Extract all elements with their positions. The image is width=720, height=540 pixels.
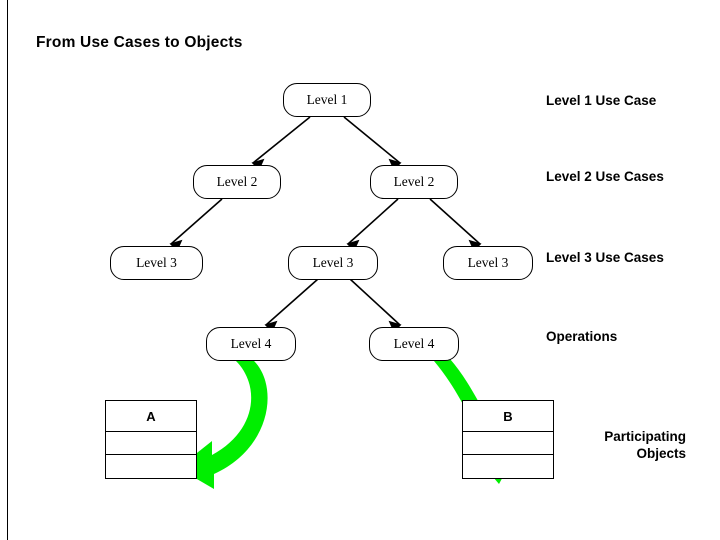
node-label: Level 2	[393, 174, 435, 189]
annotation-participating-objects-line1: Participating	[604, 429, 686, 444]
use-case-node-level3b[interactable]: Level 3	[288, 246, 378, 280]
use-case-node-level4b[interactable]: Level 4	[369, 327, 459, 361]
annotation-level2-use-cases: Level 2 Use Cases	[546, 169, 664, 184]
use-case-node-level4a[interactable]: Level 4	[206, 327, 296, 361]
node-label: Level 3	[312, 255, 354, 270]
class-box-b-operations	[463, 455, 553, 477]
class-box-b-name: B	[463, 401, 553, 432]
node-label: Level 3	[136, 255, 177, 270]
slide-left-border	[0, 0, 8, 540]
annotation-level3-use-cases: Level 3 Use Cases	[546, 250, 664, 265]
node-label: Level 2	[216, 174, 258, 189]
page-title: From Use Cases to Objects	[36, 34, 243, 51]
class-box-a-attributes	[106, 432, 196, 455]
annotation-level1-use-case: Level 1 Use Case	[546, 93, 657, 108]
class-box-a-operations	[106, 455, 196, 477]
node-label: Level 4	[393, 336, 435, 351]
annotation-operations: Operations	[546, 329, 618, 344]
annotation-participating-objects: Participating Objects	[546, 428, 686, 462]
node-label: Level 1	[306, 92, 348, 107]
annotation-participating-objects-line2: Objects	[636, 446, 686, 461]
use-case-node-level2b[interactable]: Level 2	[370, 165, 458, 199]
use-case-node-level3a[interactable]: Level 3	[110, 246, 203, 280]
use-case-node-level1[interactable]: Level 1	[283, 83, 371, 117]
slide-footer: COP 3331 Object Oriented Analysis and De…	[0, 514, 720, 540]
node-label: Level 4	[230, 336, 272, 351]
use-case-node-level2a[interactable]: Level 2	[193, 165, 281, 199]
class-box-a-name: A	[106, 401, 196, 432]
class-box-b[interactable]: B	[462, 400, 554, 479]
class-box-a[interactable]: A	[105, 400, 197, 479]
class-box-b-attributes	[463, 432, 553, 455]
node-label: Level 3	[467, 255, 509, 270]
use-case-node-level3c[interactable]: Level 3	[443, 246, 533, 280]
